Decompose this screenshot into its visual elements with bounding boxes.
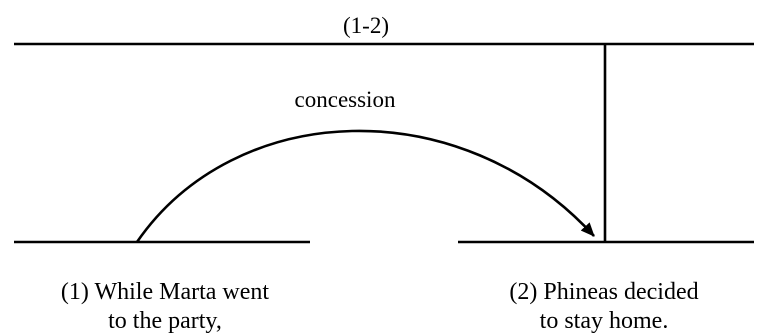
span-label-1-2: (1-2) [343, 13, 389, 38]
segment-2-text-line-2: to stay home. [540, 308, 669, 334]
relation-arc-arrow [135, 129, 595, 243]
relation-label-concession: concession [295, 87, 396, 112]
segment-1-text-line-1: (1) While Marta went [61, 279, 269, 305]
segment-2-text-line-1: (2) Phineas decided [509, 279, 698, 305]
segment-1-text-line-2: to the party, [108, 308, 222, 334]
